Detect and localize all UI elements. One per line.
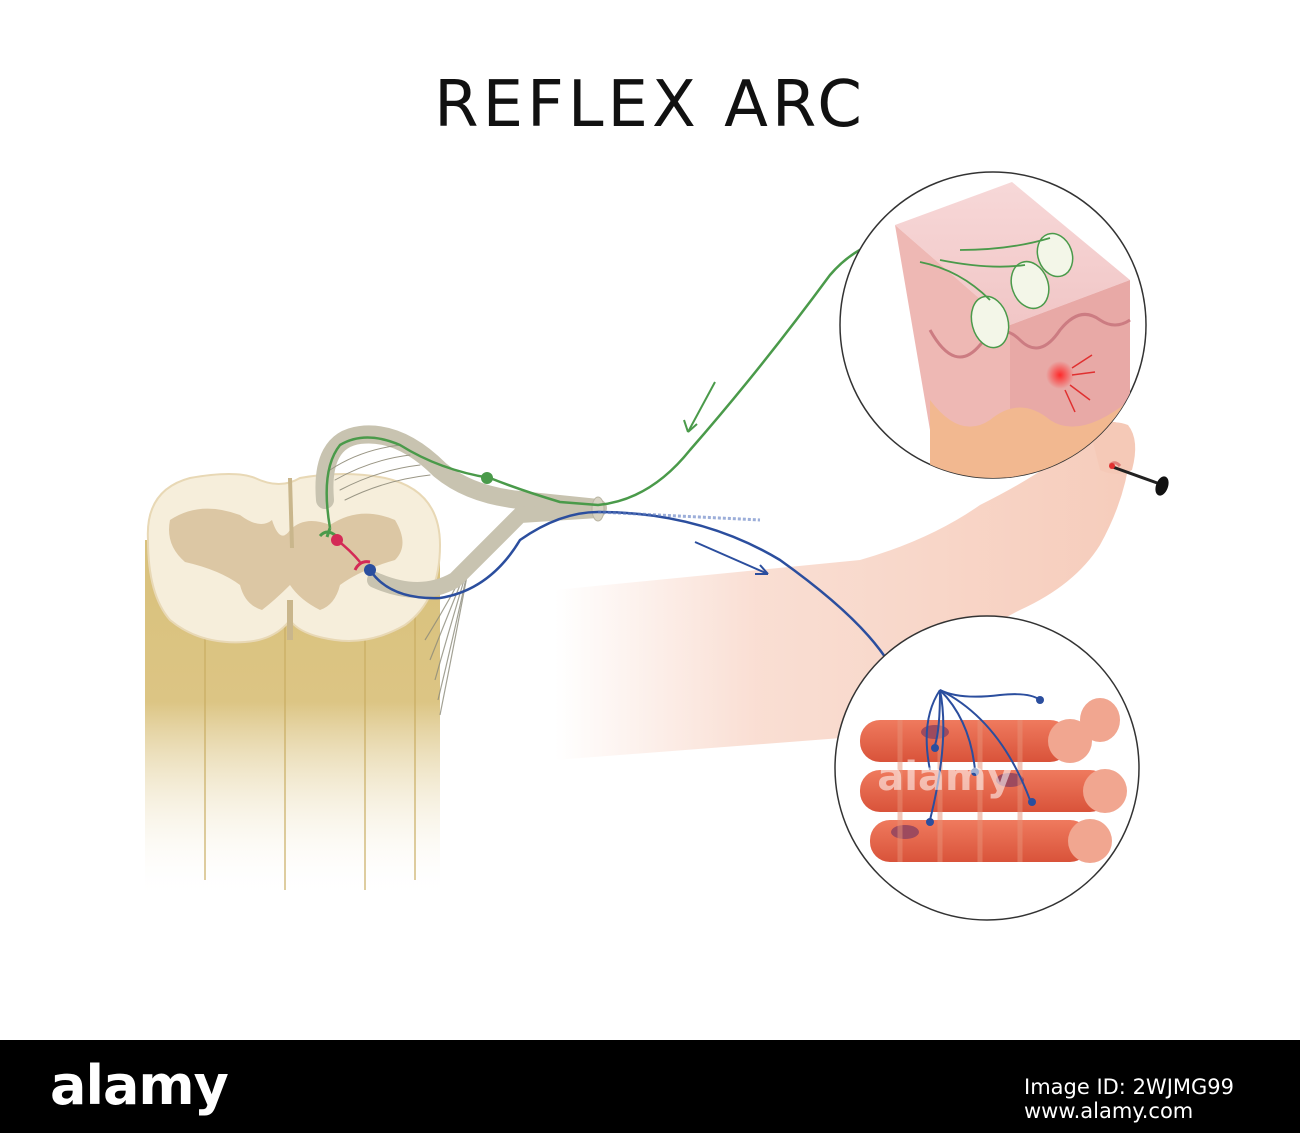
reflex-arc-illustration <box>145 171 1169 921</box>
muscle-fiber-inset <box>834 615 1140 921</box>
spinal-cord-cross-section <box>146 473 442 644</box>
diagram-title: REFLEX ARC <box>434 68 866 142</box>
spinal-nerve-roots <box>315 425 607 598</box>
interneuron <box>331 534 371 571</box>
site-url: www.alamy.com <box>1024 1099 1194 1123</box>
image-id-prefix: Image ID: <box>1024 1075 1133 1099</box>
brand-logo: alamy <box>50 1054 229 1117</box>
leg-and-foot <box>555 421 1136 760</box>
skin-receptor-inset <box>839 171 1147 479</box>
image-id: 2WJMG99 <box>1132 1075 1234 1099</box>
nail-icon <box>1109 463 1169 496</box>
